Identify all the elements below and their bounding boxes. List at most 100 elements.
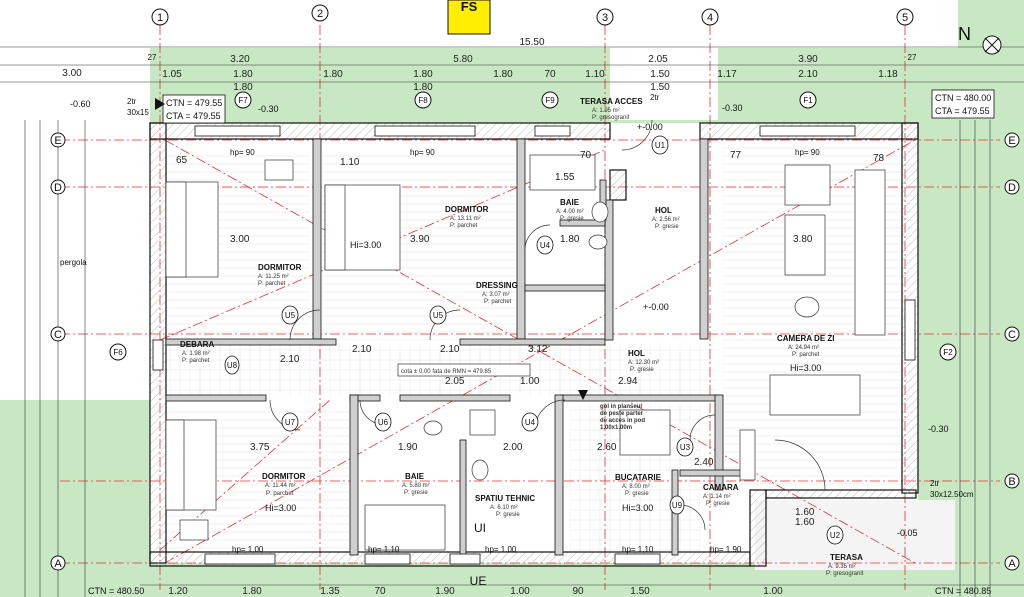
ctn-box-right	[931, 89, 995, 119]
hp-7: hp= 1.90	[710, 545, 742, 554]
svg-text:BUCATARIE: BUCATARIE	[615, 473, 662, 482]
svg-text:P: parchet: P: parchet	[450, 223, 478, 229]
svg-text:BAIE: BAIE	[560, 198, 580, 207]
axis-label-e-right: E	[1008, 135, 1015, 147]
dim-bottom-1: 1.20	[168, 586, 188, 597]
hp-1: hp= 90	[230, 148, 255, 157]
idim-210-c: 2.10	[440, 344, 460, 355]
door-u8: U8	[227, 361, 238, 370]
door-ui: UI	[474, 521, 486, 535]
level-30-right: -0.30	[722, 103, 743, 113]
idim-260: 2.60	[597, 442, 617, 453]
level-terasa: +-0.00	[637, 122, 663, 132]
idim-390: 3.90	[410, 234, 430, 245]
idim-210-b: 2.10	[352, 344, 372, 355]
room-hol-2: HOL A: 12.30 m² P: gresie	[628, 349, 659, 373]
dim-27-right: 27	[908, 53, 917, 62]
white-top-strip	[150, 0, 610, 48]
stair-left-1: 2tr	[127, 97, 137, 106]
window-f9: F9	[545, 96, 555, 105]
svg-text:1.00x1.00m: 1.00x1.00m	[600, 425, 632, 431]
svg-text:CAMERA DE ZI: CAMERA DE ZI	[777, 334, 834, 343]
idim-200: 2.00	[503, 442, 523, 453]
dim-r2-7: 70	[544, 69, 556, 80]
idim-515: 2.40	[694, 457, 714, 468]
room-dressing: DRESSING A: 3.07 m² P: parchet	[476, 281, 518, 305]
idim-78: 78	[873, 153, 885, 164]
dim-bottom-4: 70	[374, 586, 386, 597]
svg-text:gol in planseul: gol in planseul	[600, 404, 642, 410]
svg-text:HOL: HOL	[655, 206, 672, 215]
svg-text:P: parchet: P: parchet	[258, 281, 286, 287]
window-f6: F6	[113, 348, 123, 357]
svg-text:TERASA ACCES: TERASA ACCES	[580, 97, 643, 106]
ctn-left-1: CTN = 479.55	[166, 98, 222, 108]
hp-2: hp= 90	[410, 148, 435, 157]
dim-r2-8: 1.50	[650, 69, 670, 80]
svg-text:Hi=3.00: Hi=3.00	[622, 503, 653, 513]
svg-text:Hi=3.00: Hi=3.00	[265, 503, 296, 513]
level-30-side: -0.30	[928, 424, 949, 434]
dim-top-4: 3.90	[798, 54, 818, 65]
idim-300: 3.00	[230, 234, 250, 245]
svg-text:P: parchet: P: parchet	[182, 358, 210, 364]
hp-3: hp= 90	[795, 148, 820, 157]
attic-note: gol in planseul de peste parter de acces…	[600, 404, 645, 431]
svg-text:A: 3.07 m²: A: 3.07 m²	[482, 292, 510, 298]
svg-text:Hi=3.00: Hi=3.00	[790, 363, 821, 373]
door-u5-right: U5	[433, 311, 444, 320]
idim-100: 1.00	[520, 376, 540, 387]
terrace-floor	[755, 500, 955, 570]
ctn-left-2: CTA = 479.55	[166, 111, 221, 121]
stair-right-2: 30x12.50cm	[930, 490, 974, 499]
svg-text:A: 2.56 m²: A: 2.56 m²	[652, 217, 680, 223]
idim-294: 2.94	[618, 376, 638, 387]
window-f1: F1	[803, 96, 813, 105]
dim-top-1: 3.20	[230, 54, 250, 65]
dim-bottom-5: 1.90	[435, 586, 455, 597]
level-30-left: -0.30	[258, 104, 279, 114]
window-f2: F2	[943, 348, 953, 357]
svg-text:DRESSING: DRESSING	[476, 281, 518, 290]
dim-r2-9: 1.17	[717, 69, 737, 80]
idim-375: 3.75	[250, 442, 270, 453]
svg-text:P: gresie: P: gresie	[560, 216, 584, 222]
dim-r2-sub-3: 1.50	[650, 82, 670, 93]
dim-r2-sub-1: 1.80	[233, 82, 253, 93]
svg-text:de acces in pod: de acces in pod	[600, 418, 645, 424]
svg-text:P: gresogranit: P: gresogranit	[592, 115, 630, 121]
svg-text:de peste parter: de peste parter	[600, 411, 644, 417]
dim-top-3: 2.05	[648, 54, 668, 65]
idim-70: 70	[580, 150, 592, 161]
axis-label-d-left: D	[54, 182, 62, 194]
svg-text:A: 6.10 m²: A: 6.10 m²	[490, 505, 518, 511]
svg-text:A: 1.14 m²: A: 1.14 m²	[703, 494, 731, 500]
ctn-box-left	[162, 94, 226, 124]
dim-r2-2: 1.80	[233, 69, 253, 80]
svg-text:A: 8.00 m²: A: 8.00 m²	[622, 484, 650, 490]
room-camera-de-zi: CAMERA DE ZI A: 24.94 m² P: parchet Hi=3…	[777, 334, 834, 373]
svg-text:DORMITOR: DORMITOR	[262, 472, 306, 481]
svg-text:P: gresie: P: gresie	[496, 512, 520, 518]
stair-top: 2tr	[650, 93, 660, 102]
svg-text:P: parchet: P: parchet	[266, 491, 294, 497]
furniture	[165, 154, 886, 551]
door-u7: U7	[285, 418, 296, 427]
idim-110: 1.10	[340, 157, 360, 168]
dim-r2-5: 1.80	[493, 69, 513, 80]
room-dormitor-1: DORMITOR A: 11.25 m² P: parchet	[258, 263, 302, 287]
idim-205: 2.05	[445, 376, 465, 387]
door-u9: U9	[672, 501, 683, 510]
dimension-lines	[0, 46, 1024, 597]
dim-top-2: 5.80	[453, 54, 473, 65]
svg-text:Hi=3.00: Hi=3.00	[350, 240, 381, 250]
axis-label-a-left: A	[54, 558, 62, 570]
ctn-bottom-right: CTN = 480.85	[935, 586, 991, 596]
svg-text:A: 1.98 m²: A: 1.98 m²	[182, 351, 210, 357]
svg-text:A: 1.95 m²: A: 1.95 m²	[592, 108, 620, 114]
room-hol-1: HOL A: 2.56 m² P: gresie	[652, 206, 680, 230]
axis-bubbles-top	[151, 4, 914, 26]
room-dormitor-2: DORMITOR A: 13.11 m² P: parchet Hi=3.00	[350, 205, 489, 250]
ctn-right-1: CTN = 480.00	[935, 93, 991, 103]
svg-text:A: 13.11 m²: A: 13.11 m²	[450, 216, 481, 222]
